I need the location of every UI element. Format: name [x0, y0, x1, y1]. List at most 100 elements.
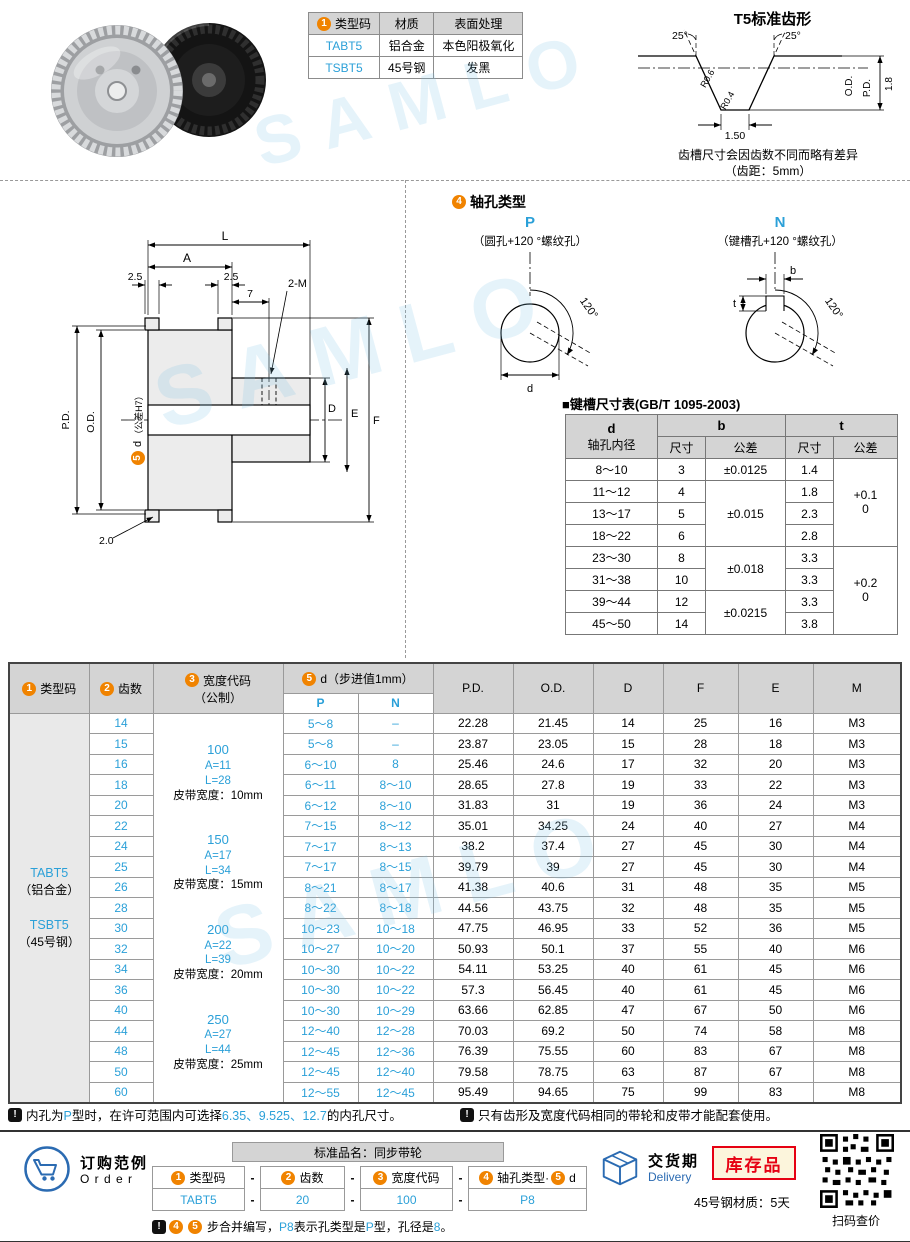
cell-e: 30 — [737, 835, 814, 857]
cart-icon — [24, 1146, 70, 1192]
qr-caption: 扫码查价 — [831, 1214, 880, 1228]
badge-1: 1 — [171, 1170, 186, 1185]
cell-p: 6～12 — [282, 794, 359, 816]
cell-m: M8 — [812, 1040, 902, 1062]
kw-col-b-size: 尺寸 — [657, 436, 706, 459]
cell-d: 24 — [592, 815, 664, 837]
type-code: TABT5 — [307, 34, 381, 57]
cell-p: 5～8 — [282, 712, 359, 734]
cell-e: 22 — [737, 774, 814, 796]
cell-n: 8～17 — [357, 876, 434, 898]
finish: 发黑 — [433, 56, 524, 79]
dim-2M: 2-M — [288, 278, 307, 290]
dim-D: D — [328, 403, 336, 415]
cell-p: 12～55 — [282, 1081, 359, 1103]
cell-m: M4 — [812, 856, 902, 878]
cell-e: 18 — [737, 733, 814, 755]
col-header-pd: P.D. — [432, 662, 514, 714]
cell-od: 39 — [512, 856, 594, 878]
cell-pd: 47.75 — [432, 917, 514, 939]
cell-d: 37 — [592, 938, 664, 960]
cell-n: 10～22 — [357, 958, 434, 980]
dim-E: E — [351, 408, 358, 420]
cell-pd: 28.65 — [432, 774, 514, 796]
product-photos — [51, 20, 266, 157]
cell-f: 48 — [662, 876, 739, 898]
cell-n: 8～15 — [357, 856, 434, 878]
cell-pd: 22.28 — [432, 712, 514, 734]
material-row: TSBT5 45号钢 发黑 — [307, 56, 524, 79]
n-hole-desc: （键槽孔+120 °螺纹孔） — [717, 236, 843, 248]
cell-d: 75 — [592, 1081, 664, 1103]
cell-e: 24 — [737, 794, 814, 816]
tooth-profile-note2: （齿距：5mm） — [724, 164, 812, 178]
badge-1: 1 — [317, 16, 331, 31]
cell-od: 62.85 — [512, 999, 594, 1021]
material-row: TABT5 铝合金 本色阳极氧化 — [307, 34, 524, 57]
cell-p: 7～17 — [282, 835, 359, 857]
cell-n: 12～36 — [357, 1040, 434, 1062]
dim-F: F — [373, 415, 380, 427]
cell-f: 99 — [662, 1081, 739, 1103]
cell-n: 10～18 — [357, 917, 434, 939]
cell-f: 45 — [662, 856, 739, 878]
dim-2-0: 2.0 — [99, 535, 114, 547]
cell-n: 8～10 — [357, 774, 434, 796]
cell-n: 8～13 — [357, 835, 434, 857]
kw-col-b: b — [657, 414, 786, 437]
cell-d: 33 — [592, 917, 664, 939]
cell-n: 10～20 — [357, 938, 434, 960]
cell-m: M3 — [812, 733, 902, 755]
cell-f: 33 — [662, 774, 739, 796]
teeth-count: 25 — [88, 856, 154, 878]
cell-e: 45 — [737, 979, 814, 1001]
cell-p: 10～30 — [282, 979, 359, 1001]
cell-d: 50 — [592, 1020, 664, 1042]
cell-f: 25 — [662, 712, 739, 734]
cell-od: 50.1 — [512, 938, 594, 960]
badge-5: 5 — [302, 671, 317, 686]
badge-4: 4 — [479, 1170, 494, 1185]
cell-od: 37.4 — [512, 835, 594, 857]
dim-7: 7 — [247, 288, 253, 300]
teeth-count: 36 — [88, 979, 154, 1001]
b-tolerance: ±0.0215 — [705, 590, 786, 635]
kw-col-t-tol: 公差 — [833, 436, 898, 459]
cell-e: 27 — [737, 815, 814, 837]
order-title-en: O r d e r — [80, 1172, 134, 1186]
cell-e: 36 — [737, 917, 814, 939]
aluminum-pulley-photo — [51, 25, 183, 157]
cell-p: 12～45 — [282, 1040, 359, 1062]
cell-pd: 95.49 — [432, 1081, 514, 1103]
value-teeth: 20 — [260, 1188, 345, 1211]
cell-m: M6 — [812, 958, 902, 980]
cell-n: – — [357, 712, 434, 734]
cell-n: 8～12 — [357, 815, 434, 837]
col-header-od: O.D. — [512, 662, 594, 714]
badge-5: 5 — [188, 1219, 202, 1234]
cell-p: 12～45 — [282, 1061, 359, 1083]
col-header-P: P — [282, 692, 359, 714]
dim-2-5-left: 2.5 — [128, 271, 143, 283]
p-hole-header: P （圆孔+120 °螺纹孔） — [455, 214, 605, 249]
cell-d: 31 — [592, 876, 664, 898]
cell-n: 8 — [357, 753, 434, 775]
